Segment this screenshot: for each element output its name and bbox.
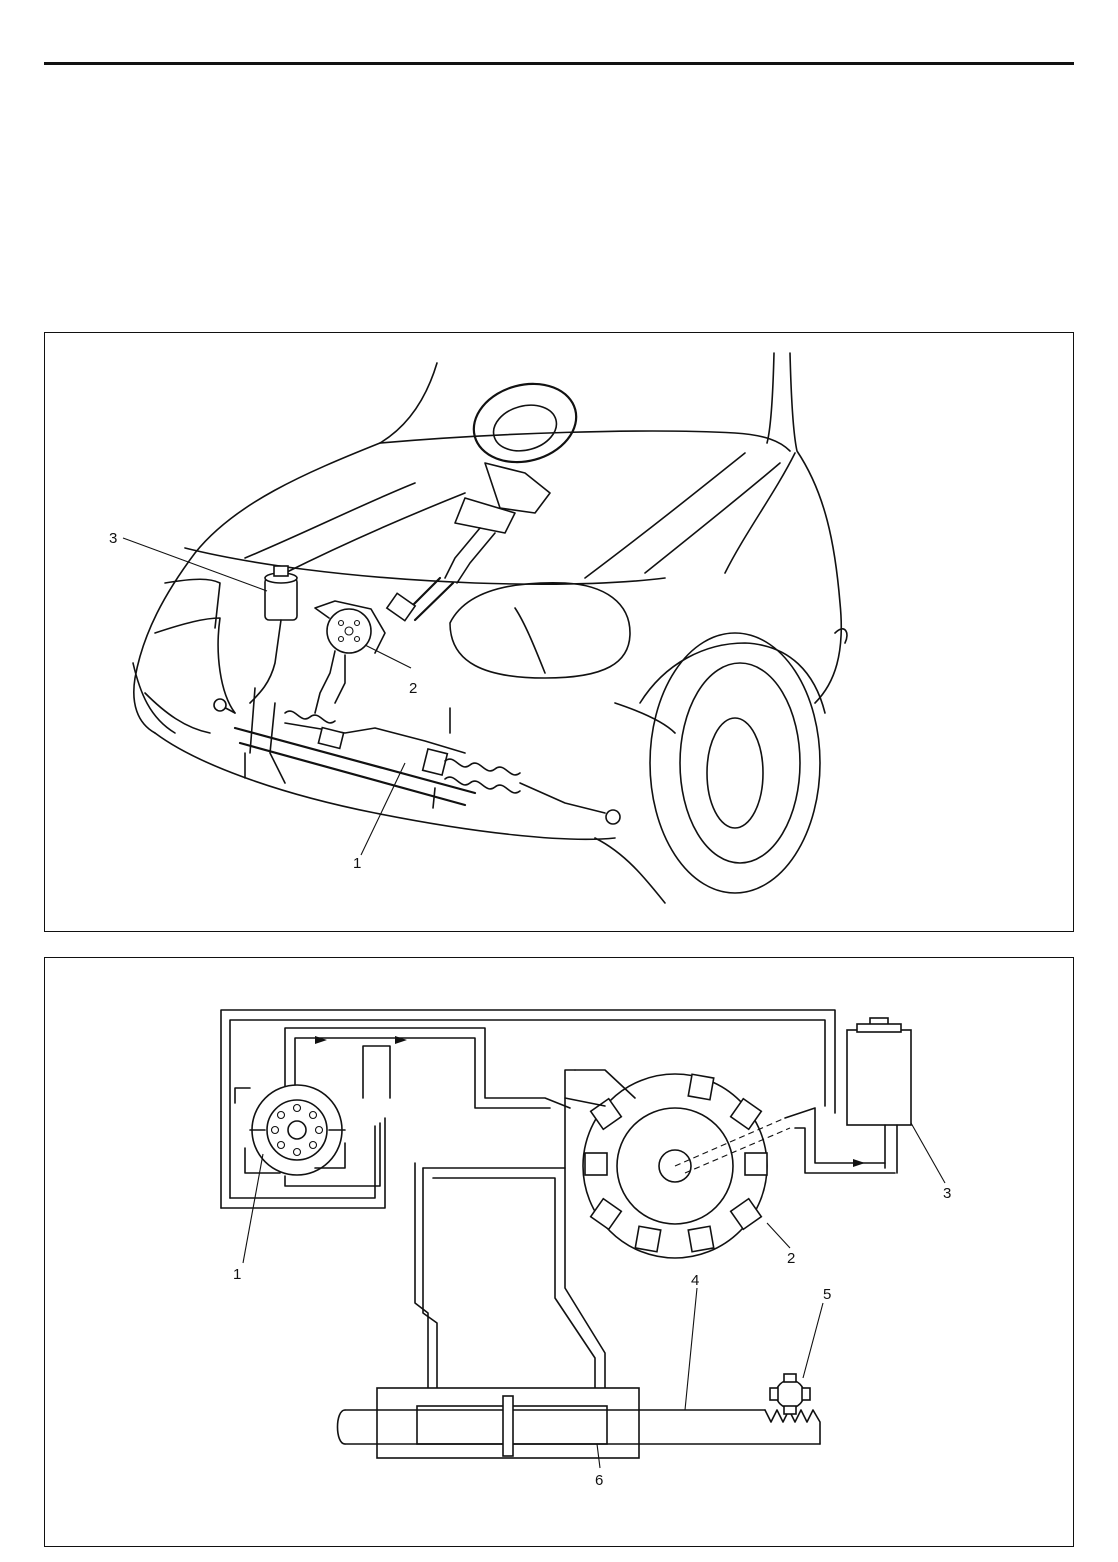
callout-1: 1 [233,1266,241,1283]
callout-2: 2 [787,1250,795,1267]
cylinder-feed-lines [415,1070,605,1390]
oil-reservoir [250,566,297,703]
header-rule [44,62,1074,65]
leader-line-3 [123,538,267,591]
callout-1: 1 [353,855,361,872]
leader-line-2 [365,645,411,668]
leader-line-5 [803,1303,823,1378]
leader-line-3 [911,1123,945,1183]
callout-5: 5 [823,1286,831,1303]
leader-line-1 [361,763,405,855]
callout-6: 6 [595,1472,603,1489]
power-steering-pump [315,601,385,713]
power-cylinder [338,1388,821,1458]
pump-rotor [245,1085,380,1186]
steering-system-illustration-panel: 3 2 1 [44,332,1074,932]
hydraulic-circuit-diagram-panel: 3 2 1 4 5 6 [44,957,1074,1547]
callout-3: 3 [943,1185,951,1202]
leader-line-2 [767,1223,790,1248]
vehicle-body [133,353,847,903]
control-valve [565,1070,895,1258]
callout-4: 4 [691,1272,699,1289]
steering-gear-box [214,688,620,824]
vehicle-steering-illustration: 3 2 1 [45,333,1072,930]
leader-line-4 [685,1288,697,1410]
hydraulic-circuit-schematic: 3 2 1 4 5 6 [45,958,1072,1545]
reservoir-tank [847,1018,911,1173]
callout-3: 3 [109,530,117,547]
callout-2: 2 [409,680,417,697]
pinion-gear [770,1374,810,1414]
